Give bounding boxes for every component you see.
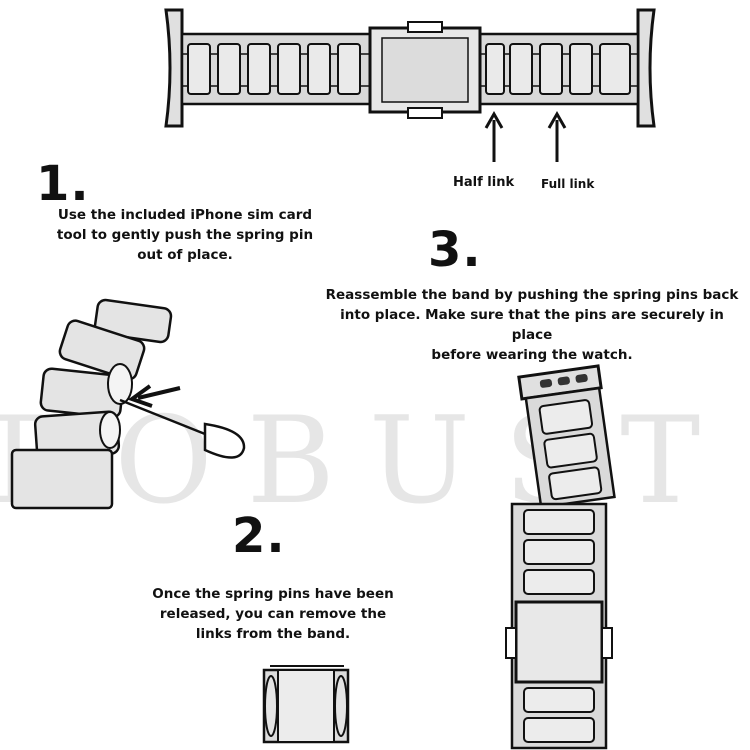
half-link-arrow xyxy=(484,110,504,162)
step-3-line-2: into place. Make sure that the pins are … xyxy=(340,307,724,343)
step-1-illustration xyxy=(10,298,246,510)
full-link-arrow xyxy=(547,110,567,162)
step-2-line-2: released, you can remove the xyxy=(159,606,387,622)
step-3-number: 3. xyxy=(428,222,482,278)
step-3-line-1: Reassemble the band by pushing the sprin… xyxy=(325,287,739,303)
step-1-line-1: Use the included iPhone sim card xyxy=(57,207,313,223)
step-3-line-3: before wearing the watch. xyxy=(431,347,633,363)
step-2-line-3: links from the band. xyxy=(195,626,351,642)
step-1-line-3: out of place. xyxy=(137,247,233,263)
step-2-number: 2. xyxy=(232,508,286,564)
top-band-illustration xyxy=(164,8,656,128)
step-1-number: 1. xyxy=(36,156,90,212)
step-1-text: Use the included iPhone sim card tool to… xyxy=(40,205,330,265)
step-2-text: Once the spring pins have been released,… xyxy=(128,584,418,644)
step-2-line-1: Once the spring pins have been xyxy=(152,586,394,602)
full-link-label: Full link xyxy=(541,177,595,191)
step-3-illustration xyxy=(505,364,616,750)
step-3-text: Reassemble the band by pushing the sprin… xyxy=(318,285,746,365)
step-2-illustration xyxy=(262,665,350,744)
half-link-label: Half link xyxy=(453,175,515,190)
step-1-line-2: tool to gently push the spring pin xyxy=(56,227,314,243)
